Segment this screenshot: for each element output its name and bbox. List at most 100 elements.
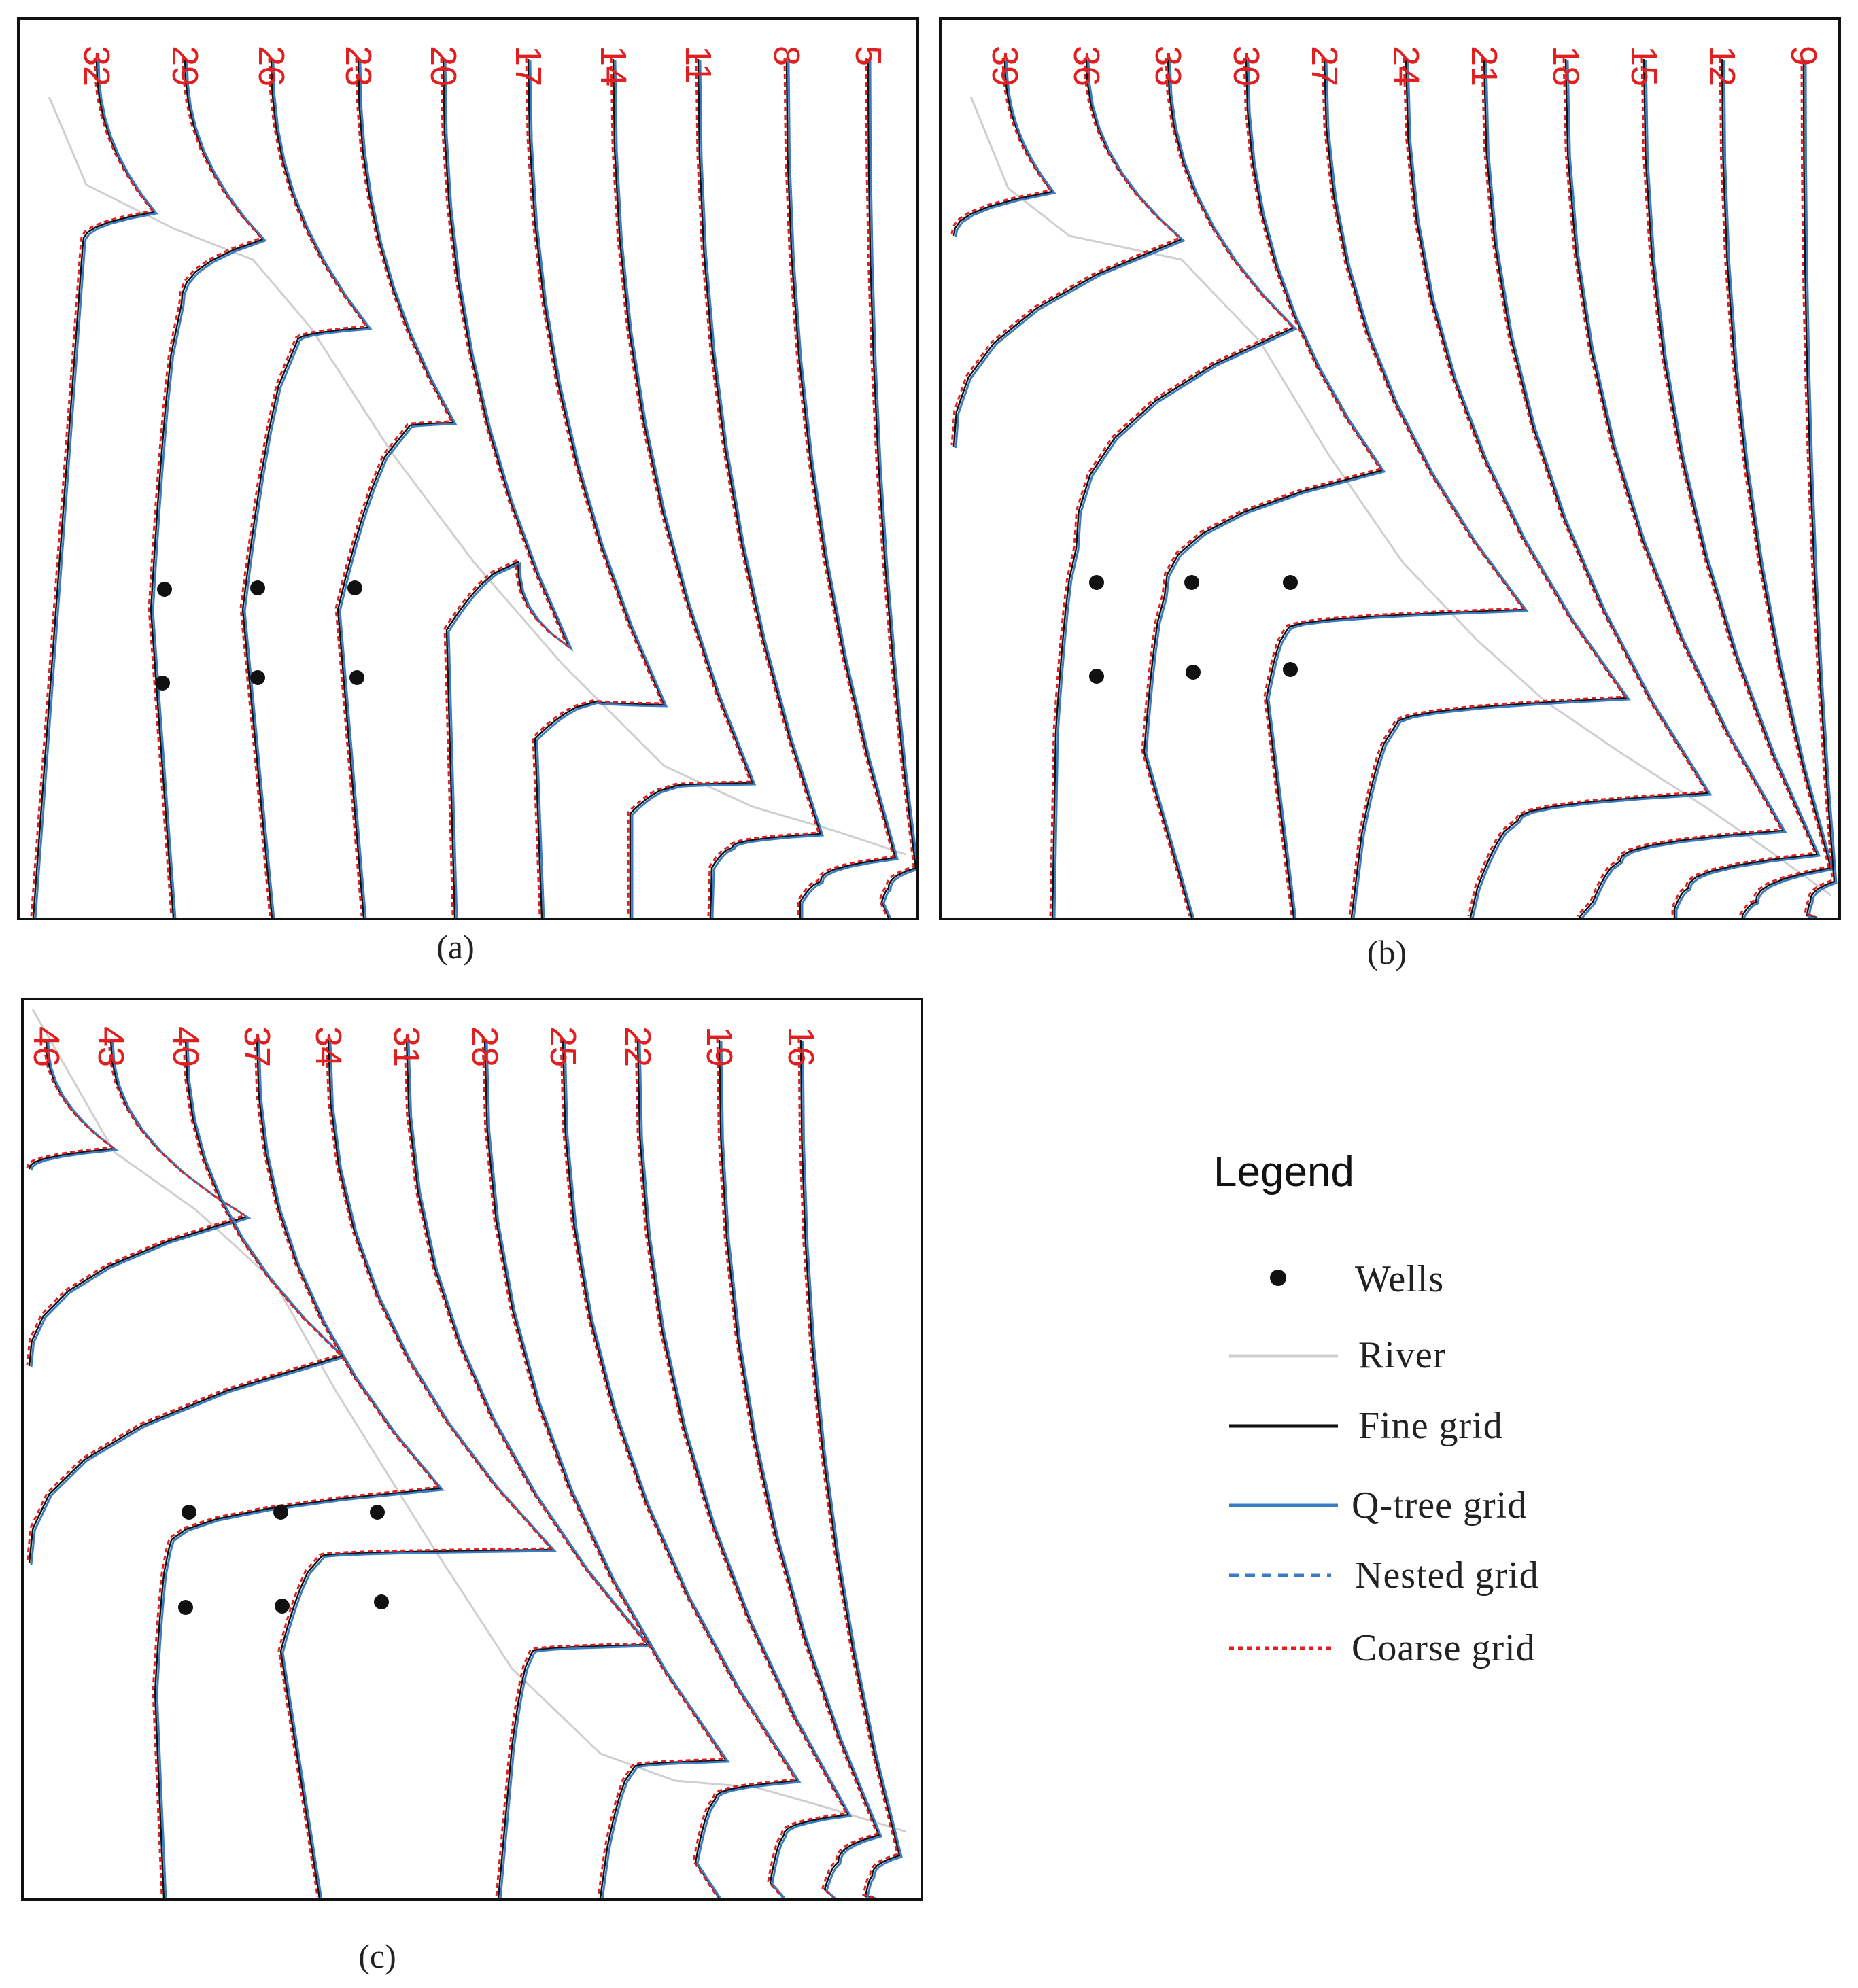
contour-label: 19	[699, 1026, 740, 1067]
contour-label: 22	[617, 1026, 658, 1067]
panel-a-caption: (a)	[436, 928, 475, 966]
contour-label: 12	[1702, 46, 1742, 86]
panel-c-frame	[21, 998, 923, 1901]
coarse-grid-contour	[1719, 57, 1830, 916]
qtree-grid-contour	[638, 1041, 853, 1898]
coarse-grid-contour	[403, 1038, 649, 1898]
fine-grid-contour	[1265, 58, 1527, 918]
contour-label: 5	[848, 46, 889, 66]
coarse-grid-contour	[950, 57, 1182, 446]
contour-label: 20	[423, 46, 464, 86]
qtree-grid-contour	[485, 1041, 730, 1898]
panel-a-frame	[17, 17, 919, 920]
fine-grid-contour	[697, 58, 822, 918]
qtree-grid-contour	[1804, 60, 1838, 918]
coarse-grid-contour	[152, 1038, 441, 1898]
qtree-grid-contour	[699, 60, 825, 918]
well-marker	[250, 580, 265, 595]
well-marker	[1283, 662, 1298, 677]
fine-grid-contour	[241, 58, 371, 918]
fine-grid-contour	[799, 1039, 901, 1898]
contour-label: 27	[1304, 46, 1345, 86]
well-marker	[374, 1594, 389, 1609]
fine-grid-contour	[785, 58, 897, 918]
contour-label: 37	[237, 1026, 277, 1067]
fine-grid-contour	[1469, 58, 1710, 918]
qtree-grid-contour	[444, 60, 574, 918]
qtree-grid-contour	[1723, 60, 1834, 918]
fine-grid-contour	[483, 1039, 728, 1898]
contour-label: 11	[678, 46, 719, 84]
fine-grid-contour	[612, 58, 754, 918]
contour-label: 30	[1226, 46, 1267, 86]
contour-label: 36	[1066, 46, 1107, 86]
qtree-grid-contour	[787, 60, 899, 918]
coarse-grid-contour	[1800, 57, 1834, 918]
fine-grid-contour	[527, 58, 666, 918]
fine-grid-contour	[1051, 58, 1296, 918]
coarse-grid-contour	[950, 57, 1052, 235]
coarse-grid-contour	[440, 57, 570, 917]
fine-grid-contour	[636, 1039, 850, 1898]
qtree-grid-contour	[529, 60, 668, 918]
coarse-grid-contour	[1141, 57, 1382, 917]
well-marker	[155, 676, 170, 691]
qtree-grid-contour	[339, 60, 458, 918]
fine-grid-contour	[405, 1039, 650, 1898]
coarse-grid-contour	[1640, 57, 1817, 916]
fine-grid-contour	[1721, 58, 1832, 918]
panel-b-caption: (b)	[1367, 933, 1407, 971]
legend-title: Legend	[1214, 1149, 1354, 1196]
contour-label: 9	[1783, 46, 1824, 66]
coarse-grid-contour	[1049, 57, 1294, 917]
fine-grid-contour	[279, 1039, 555, 1898]
coarse-grid-contour	[1263, 57, 1525, 917]
coarse-grid-contour	[634, 1038, 848, 1898]
coarse-grid-contour	[148, 57, 263, 917]
coarse-grid-contour	[1562, 57, 1783, 917]
qtree-grid-contour	[407, 1041, 653, 1898]
contour-label: 28	[464, 1026, 505, 1067]
qtree-grid-contour	[954, 60, 1056, 238]
contour-label: 31	[386, 1026, 427, 1067]
legend-nested-label: Nested grid	[1355, 1554, 1539, 1597]
coarse-grid-contour	[716, 1038, 879, 1898]
coarse-grid-contour	[525, 57, 664, 917]
coarse-grid-contour	[695, 57, 821, 917]
coarse-grid-contour	[26, 1038, 247, 1365]
contour-label: 25	[543, 1026, 583, 1067]
qtree-grid-contour	[243, 60, 373, 918]
well-marker	[182, 1505, 196, 1520]
well-marker	[1089, 575, 1104, 590]
well-marker	[273, 1505, 288, 1520]
fine-grid-contour	[718, 1039, 880, 1898]
qtree-grid-contour	[1645, 60, 1821, 918]
well-marker	[370, 1505, 385, 1520]
qtree-grid-contour	[1352, 60, 1631, 918]
coarse-grid-contour	[239, 57, 368, 917]
well-marker	[1283, 575, 1298, 590]
contour-label: 29	[165, 46, 205, 86]
contour-label: 14	[593, 46, 634, 86]
well-marker	[157, 582, 172, 597]
fine-grid-contour	[867, 58, 916, 918]
legend-wells-symbol	[1270, 1270, 1286, 1286]
legend-river-label: River	[1358, 1334, 1446, 1376]
panel-c-caption: (c)	[358, 1937, 396, 1975]
coarse-grid-contour	[610, 57, 753, 916]
qtree-grid-contour	[720, 1041, 883, 1898]
contour-label: 40	[165, 1026, 206, 1067]
qtree-grid-contour	[152, 60, 267, 918]
well-marker	[275, 1599, 290, 1614]
qtree-grid-contour	[1267, 60, 1529, 918]
river-line	[31, 1009, 907, 1833]
qtree-grid-contour	[1145, 60, 1386, 918]
qtree-grid-contour	[281, 1041, 557, 1898]
legend-qtree-label: Q-tree grid	[1352, 1484, 1527, 1527]
qtree-grid-contour	[802, 1041, 903, 1898]
well-marker	[250, 670, 265, 685]
contour-label: 43	[90, 1026, 131, 1067]
well-marker	[347, 580, 362, 595]
